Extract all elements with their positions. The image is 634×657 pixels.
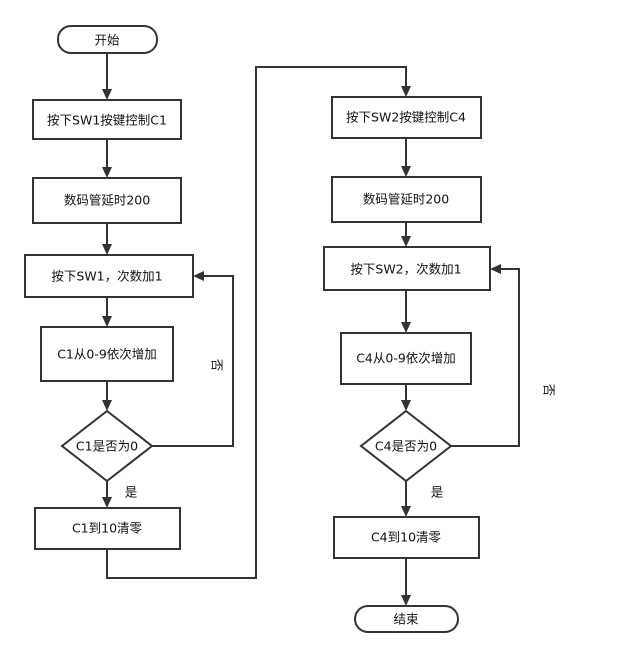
edge-label-no-right: 否 xyxy=(542,384,557,397)
edge-decision-c4-no-loop xyxy=(451,268,520,447)
process-display-delay-right-shape xyxy=(331,176,482,223)
process-press-sw2-count-shape xyxy=(323,246,491,291)
process-c1-reset: C1到10清零 xyxy=(34,507,181,550)
process-press-sw1-count: 按下SW1，次数加1 xyxy=(24,254,194,298)
process-press-sw1-control-c1-shape xyxy=(32,99,182,140)
arrow-start-to-press-sw1 xyxy=(102,89,112,100)
end-terminator-shape xyxy=(354,605,459,633)
process-c4-increment: C4从0-9依次增加 xyxy=(340,332,472,385)
process-press-sw2-control-c4: 按下SW2按键控制C4 xyxy=(331,96,482,139)
arrow-increment-c1-to-decision-c1 xyxy=(102,400,112,411)
edges xyxy=(102,53,520,606)
arrow-decision-c4-yes-to-reset xyxy=(401,506,411,517)
start-terminator-shape xyxy=(57,25,158,54)
edge-label-yes-left: 是 xyxy=(125,485,138,500)
process-press-sw2-count-label: 按下SW2，次数加1 xyxy=(350,262,461,277)
end-terminator: 结束 xyxy=(354,605,459,633)
arrow-count-sw1-to-increment-c1 xyxy=(102,316,112,327)
left-column: 开始 按下SW1按键控制C1 数码管延时200 按下SW1，次数加1 C1从0-… xyxy=(24,25,225,550)
decision-c1-is-zero: C1是否为0 xyxy=(60,409,154,483)
process-c4-reset: C4到10清零 xyxy=(333,516,480,559)
edge-decision-c1-no-loop xyxy=(152,275,234,447)
process-press-sw2-control-c4-label: 按下SW2按键控制C4 xyxy=(346,110,466,125)
process-press-sw1-control-c1-label: 按下SW1按键控制C1 xyxy=(47,113,167,128)
edge-label-yes-right: 是 xyxy=(431,485,444,500)
edge-label-no-left: 否 xyxy=(210,359,225,372)
arrow-left-to-right-connector xyxy=(401,86,411,97)
process-press-sw1-count-shape xyxy=(24,254,194,298)
start-terminator: 开始 xyxy=(57,25,158,54)
right-column: 按下SW2按键控制C4 数码管延时200 按下SW2，次数加1 C4从0-9依次… xyxy=(323,96,557,633)
process-c1-increment: C1从0-9依次增加 xyxy=(40,326,174,382)
process-press-sw1-count-label: 按下SW1，次数加1 xyxy=(51,269,162,284)
arrow-delay-to-count-sw1 xyxy=(102,244,112,255)
arrow-decision-c1-no-loop xyxy=(193,271,204,281)
edge-left-to-right-connector xyxy=(106,66,407,579)
arrow-increment-c4-to-decision-c4 xyxy=(401,400,411,411)
process-c4-increment-label: C4从0-9依次增加 xyxy=(356,351,456,366)
arrow-delay-to-count-sw2 xyxy=(401,236,411,247)
decision-c4-is-zero: C4是否为0 xyxy=(359,409,453,483)
process-c1-reset-shape xyxy=(34,507,181,550)
process-press-sw2-control-c4-shape xyxy=(331,96,482,139)
arrow-count-sw2-to-increment-c4 xyxy=(401,322,411,333)
arrow-press-sw1-to-delay xyxy=(102,167,112,178)
process-c1-increment-label: C1从0-9依次增加 xyxy=(57,347,157,362)
process-c4-reset-label: C4到10清零 xyxy=(371,530,442,545)
process-display-delay-left: 数码管延时200 xyxy=(32,177,182,224)
decision-c1-is-zero-label: C1是否为0 xyxy=(76,439,138,454)
process-display-delay-left-label: 数码管延时200 xyxy=(64,193,150,208)
arrow-press-sw2-to-delay xyxy=(401,166,411,177)
process-c4-reset-shape xyxy=(333,516,480,559)
process-display-delay-right: 数码管延时200 xyxy=(331,176,482,223)
process-c4-increment-shape xyxy=(340,332,472,385)
process-display-delay-right-label: 数码管延时200 xyxy=(363,192,449,207)
arrow-decision-c4-no-loop xyxy=(490,264,501,274)
arrow-decision-c1-yes-to-reset xyxy=(102,497,112,508)
process-c1-increment-shape xyxy=(40,326,174,382)
decision-c1-is-zero-shape xyxy=(60,409,154,483)
start-terminator-label: 开始 xyxy=(94,33,120,48)
process-press-sw2-count: 按下SW2，次数加1 xyxy=(323,246,491,291)
decision-c4-is-zero-shape xyxy=(359,409,453,483)
process-c1-reset-label: C1到10清零 xyxy=(72,521,143,536)
process-display-delay-left-shape xyxy=(32,177,182,224)
process-press-sw1-control-c1: 按下SW1按键控制C1 xyxy=(32,99,182,140)
decision-c4-is-zero-label: C4是否为0 xyxy=(375,439,437,454)
end-terminator-label: 结束 xyxy=(393,612,419,627)
arrow-reset-c4-to-end xyxy=(401,595,411,606)
